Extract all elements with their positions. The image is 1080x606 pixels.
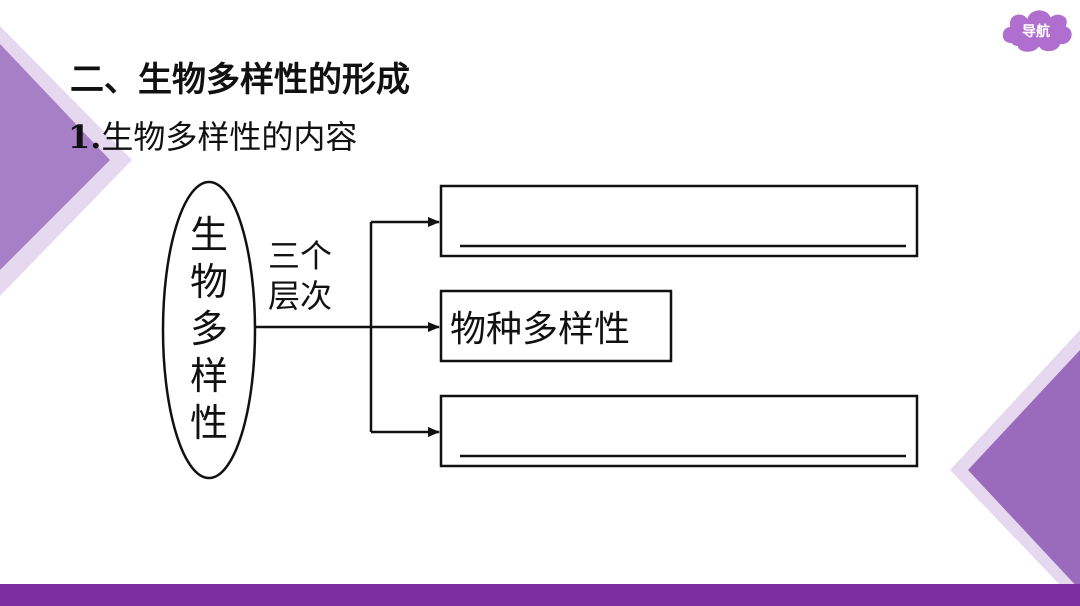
subheading-number: 1. [68,118,102,156]
subheading-text: 生物多样性的内容 [101,118,358,156]
center-ellipse [161,180,257,480]
level-box-middle [439,289,673,363]
center-label: 生物多样性 [189,213,228,445]
branch-label: 三个层次 [268,237,333,315]
left-decor-dark-triangle [0,44,110,270]
section-heading: 二、生物多样性的形成 [70,60,410,100]
cloud-icon [1000,8,1074,54]
nav-button[interactable]: 导航 [997,4,1075,58]
bottom-bar [0,584,1080,606]
subheading: 1.生物多样性的内容 [68,112,357,158]
nav-label: 导航 [1022,24,1050,40]
right-decor-dark-triangle [968,350,1080,590]
level-box-bottom [439,394,919,468]
level-text-middle: 物种多样性 [450,309,631,350]
level-box-top [439,184,919,258]
